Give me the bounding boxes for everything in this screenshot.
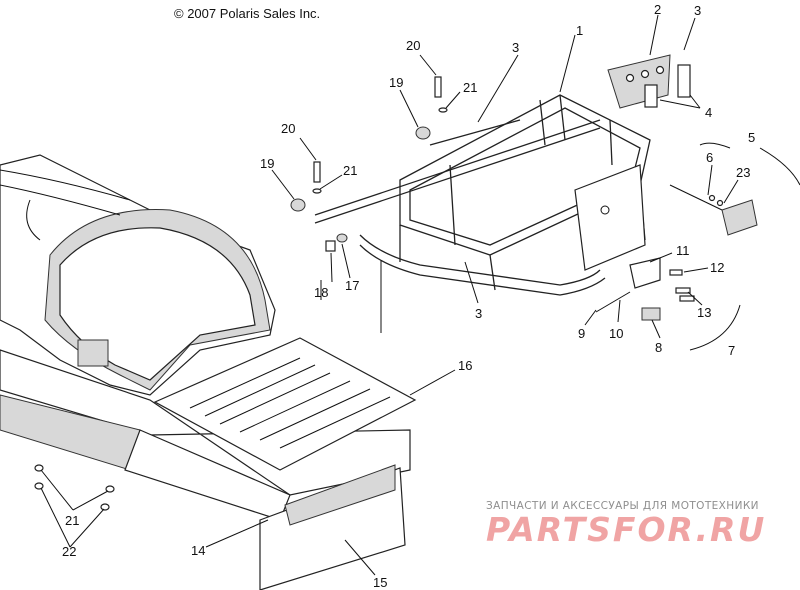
callout-15: 15 [373, 575, 387, 590]
callout-20: 20 [281, 121, 295, 136]
callout-22: 22 [62, 544, 76, 559]
callout-21: 21 [65, 513, 79, 528]
callout-20: 20 [406, 38, 420, 53]
callout-8: 8 [655, 340, 662, 355]
callout-labels: 1 2 3 3 3 4 5 6 7 8 9 10 11 12 13 14 15 … [62, 2, 755, 590]
callout-3: 3 [512, 40, 519, 55]
callout-2: 2 [654, 2, 661, 17]
callout-18: 18 [314, 285, 328, 300]
callout-13: 13 [697, 305, 711, 320]
callout-11: 11 [676, 243, 690, 258]
hitch-hardware [595, 257, 695, 321]
seat [0, 154, 276, 396]
watermark-tagline: ЗАПЧАСТИ И АКСЕССУАРЫ ДЛЯ МОТОТЕХНИКИ [486, 500, 759, 512]
floor-panel [153, 337, 417, 471]
callout-4: 4 [705, 105, 712, 120]
watermark-logo: PARTSFOR.RU [486, 510, 767, 549]
callout-1: 1 [576, 23, 583, 38]
callout-16: 16 [458, 358, 472, 373]
callout-5: 5 [748, 130, 755, 145]
callout-7: 7 [728, 343, 735, 358]
cargo-rack [359, 94, 651, 296]
callout-12: 12 [710, 260, 724, 275]
callout-17: 17 [345, 278, 359, 293]
fasteners [34, 76, 448, 511]
mud-flap [259, 464, 406, 590]
callout-21: 21 [343, 163, 357, 178]
callout-6: 6 [706, 150, 713, 165]
callout-3: 3 [475, 306, 482, 321]
callout-3: 3 [694, 3, 701, 18]
callout-9: 9 [578, 326, 585, 341]
callout-14: 14 [191, 543, 205, 558]
copyright-notice: © 2007 Polaris Sales Inc. [174, 6, 321, 21]
callout-23: 23 [736, 165, 750, 180]
brackets [644, 64, 691, 108]
callout-21: 21 [463, 80, 477, 95]
leader-lines [40, 14, 800, 576]
side-rails [314, 119, 601, 224]
callout-19: 19 [260, 156, 274, 171]
callout-19: 19 [389, 75, 403, 90]
callout-10: 10 [609, 326, 623, 341]
tunnel [0, 349, 411, 521]
taillight [669, 184, 758, 236]
